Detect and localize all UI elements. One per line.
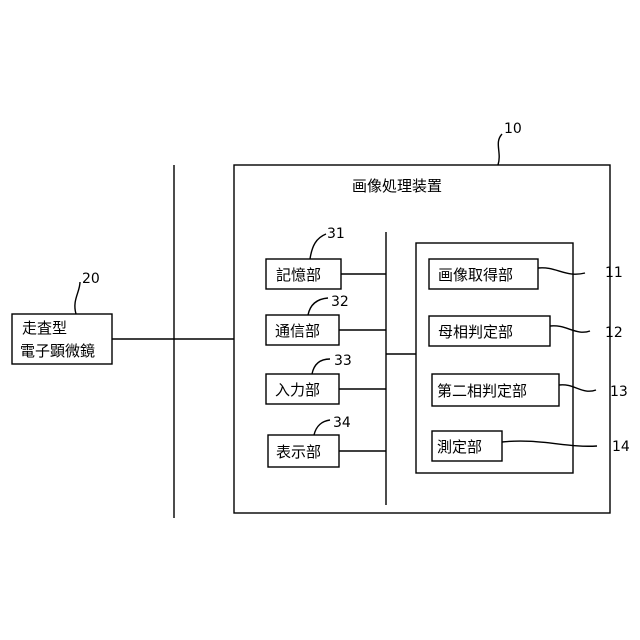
- second-phase-judgment-reference-number: 13: [610, 384, 628, 400]
- sem-label-line-2: 電子顕微鏡: [20, 342, 95, 360]
- sem-block: 走査型 電子顕微鏡 20: [12, 271, 112, 364]
- apparatus-reference-number: 10: [504, 121, 522, 137]
- input-reference-number: 33: [334, 353, 352, 369]
- storage-reference-number: 31: [327, 226, 345, 242]
- measurement-reference-number: 14: [612, 439, 630, 455]
- apparatus-leader-line: [498, 134, 502, 165]
- display-reference-number: 34: [333, 415, 351, 431]
- sem-leader-line: [75, 282, 80, 314]
- communication-reference-number: 32: [331, 294, 349, 310]
- display-label: 表示部: [276, 443, 321, 461]
- parent-phase-judgment-label: 母相判定部: [438, 323, 513, 341]
- image-acquisition-label: 画像取得部: [438, 266, 513, 284]
- sem-label-line-1: 走査型: [22, 319, 67, 337]
- parent-phase-judgment-reference-number: 12: [605, 325, 623, 341]
- second-phase-judgment-label: 第二相判定部: [437, 382, 527, 400]
- measurement-label: 測定部: [437, 438, 482, 456]
- sem-reference-number: 20: [82, 271, 100, 287]
- storage-label: 記憶部: [276, 266, 321, 284]
- apparatus-title: 画像処理装置: [352, 177, 442, 195]
- communication-label: 通信部: [275, 322, 320, 340]
- input-label: 入力部: [275, 381, 320, 399]
- image-acquisition-reference-number: 11: [605, 265, 623, 281]
